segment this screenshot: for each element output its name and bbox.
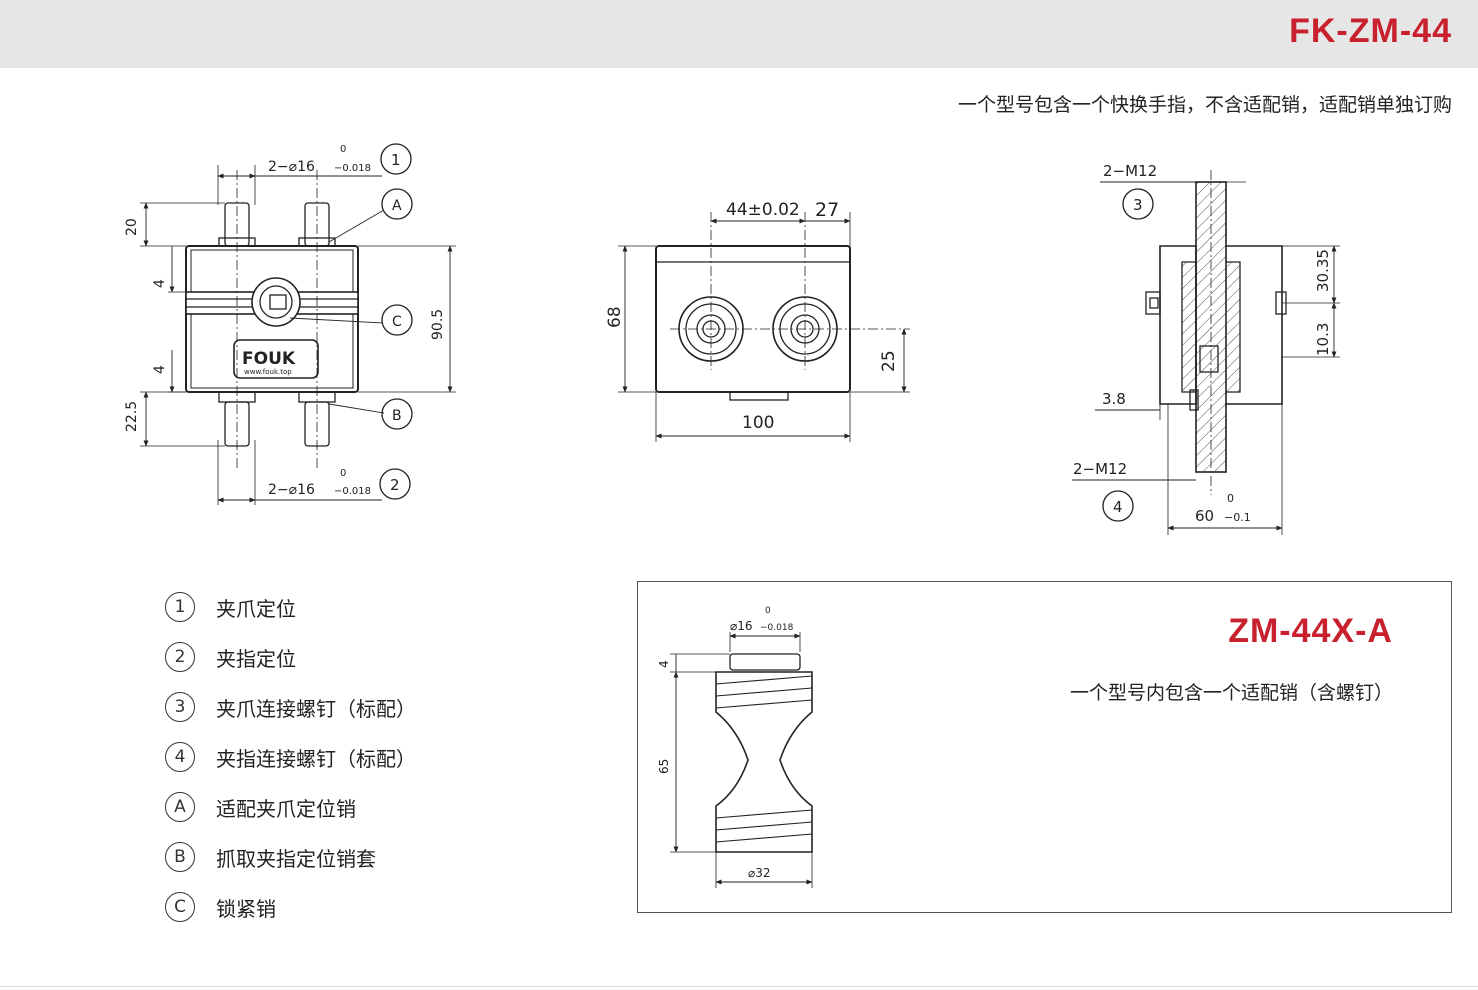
legend-label: 抓取夹指定位销套 [216,846,376,871]
dim-4-bottom: 4 [152,365,168,374]
legend-item: 1 夹爪定位 [165,582,416,632]
adapter-pin-drawing [670,632,813,888]
callout-A-label: A [392,198,402,214]
legend-mark: B [165,842,195,872]
dim-height: 68 [605,306,625,328]
lock-pin [251,277,301,327]
legend-mark: 1 [165,592,195,622]
callout-1 [380,143,412,175]
dim-side-tol-upper: 0 [1227,492,1234,505]
dim-thread-bottom: 2−M12 [1073,460,1127,478]
header-bar: FK-ZM-44 [0,0,1478,68]
pin-dim-diam-top: ⌀16 [730,619,753,633]
plate-tab [729,391,789,401]
pin-dim-tol-upper: 0 [765,606,771,616]
legend-label: 锁紧销 [216,896,276,921]
plate-body [655,245,851,393]
dim-width: 100 [742,413,774,433]
pin-dim-tol-lower: −0.018 [760,623,794,633]
dim-top-tol-upper: 0 [340,144,346,155]
dim-bottom-tol-upper: 0 [340,468,346,479]
product-note: 一个型号包含一个快换手指，不含适配销，适配销单独订购 [957,94,1452,116]
callout-2 [379,468,411,500]
legend-label: 适配夹爪定位销 [216,796,356,821]
callout-2-label: 2 [390,476,400,494]
pin-dim-diam-bottom: ⌀32 [748,866,771,880]
logo-text: FOUK [242,349,296,369]
dim-90-5: 90.5 [430,309,446,340]
legend-mark: 2 [165,642,195,672]
callout-B-label: B [392,408,402,424]
legend-mark: 3 [165,692,195,722]
adapter-pin-box: ZM-44X-A 一个型号内包含一个适配销（含螺钉） [637,581,1452,913]
dim-20: 20 [124,218,140,236]
pin-head [729,653,801,671]
fouk-logo [233,339,319,379]
legend-label: 夹爪定位 [216,596,296,621]
legend-mark: A [165,792,195,822]
middle-view [618,212,910,442]
dim-4-top: 4 [152,279,168,288]
front-view [140,143,456,505]
dim-side-width: 60 [1195,507,1214,525]
legend-item: B 抓取夹指定位销套 [165,832,416,882]
legend-mark: 4 [165,742,195,772]
side-view [1072,170,1340,535]
dim-10-3: 10.3 [1314,323,1332,356]
callout-A [381,188,413,220]
adapter-pin-title: ZM-44X-A [1228,612,1393,650]
gripper-body [185,245,359,393]
callout-3 [1122,188,1154,220]
dim-bottom-tol-lower: −0.018 [334,486,371,497]
dim-3-8: 3.8 [1102,390,1126,408]
dim-bottom-pins: 2−⌀16 [268,482,315,498]
legend-item: 2 夹指定位 [165,632,416,682]
dim-top-pins: 2−⌀16 [268,159,315,175]
adapter-pin-desc: 一个型号内包含一个适配销（含螺钉） [1069,682,1393,704]
legend-label: 夹指定位 [216,646,296,671]
callout-4-label: 4 [1113,498,1123,516]
dim-offset: 27 [815,199,839,221]
legend-item: 3 夹爪连接螺钉（标配） [165,682,416,732]
model-code: FK-ZM-44 [1289,12,1452,50]
dim-thread-top: 2−M12 [1103,162,1157,180]
pin-dim-4: 4 [657,660,671,668]
pin-dim-65: 65 [657,759,671,774]
legend-item: A 适配夹爪定位销 [165,782,416,832]
callout-B [381,398,413,430]
legend-mark: C [165,892,195,922]
legend-item: C 锁紧销 [165,882,416,932]
callout-4 [1102,490,1134,522]
footer-divider [0,986,1478,987]
dim-22-5: 22.5 [124,401,140,432]
legend-item: 4 夹指连接螺钉（标配） [165,732,416,782]
legend-label: 夹爪连接螺钉（标配） [216,696,416,721]
callout-C-label: C [392,314,402,330]
dim-spacing: 44±0.02 [726,200,800,220]
callout-C [381,304,413,336]
legend-label: 夹指连接螺钉（标配） [216,746,416,771]
logo-subtext: www.fouk.top [244,368,292,376]
callout-1-label: 1 [391,151,401,169]
callout-3-label: 3 [1133,196,1143,214]
dim-30-35: 30.35 [1314,249,1332,292]
dim-side-tol-lower: −0.1 [1224,511,1251,524]
dim-top-tol-lower: −0.018 [334,163,371,174]
dim-hole-height: 25 [879,350,899,372]
legend: 1 夹爪定位 2 夹指定位 3 夹爪连接螺钉（标配） 4 夹指连接螺钉（标配） A 适配夹… [165,582,416,932]
